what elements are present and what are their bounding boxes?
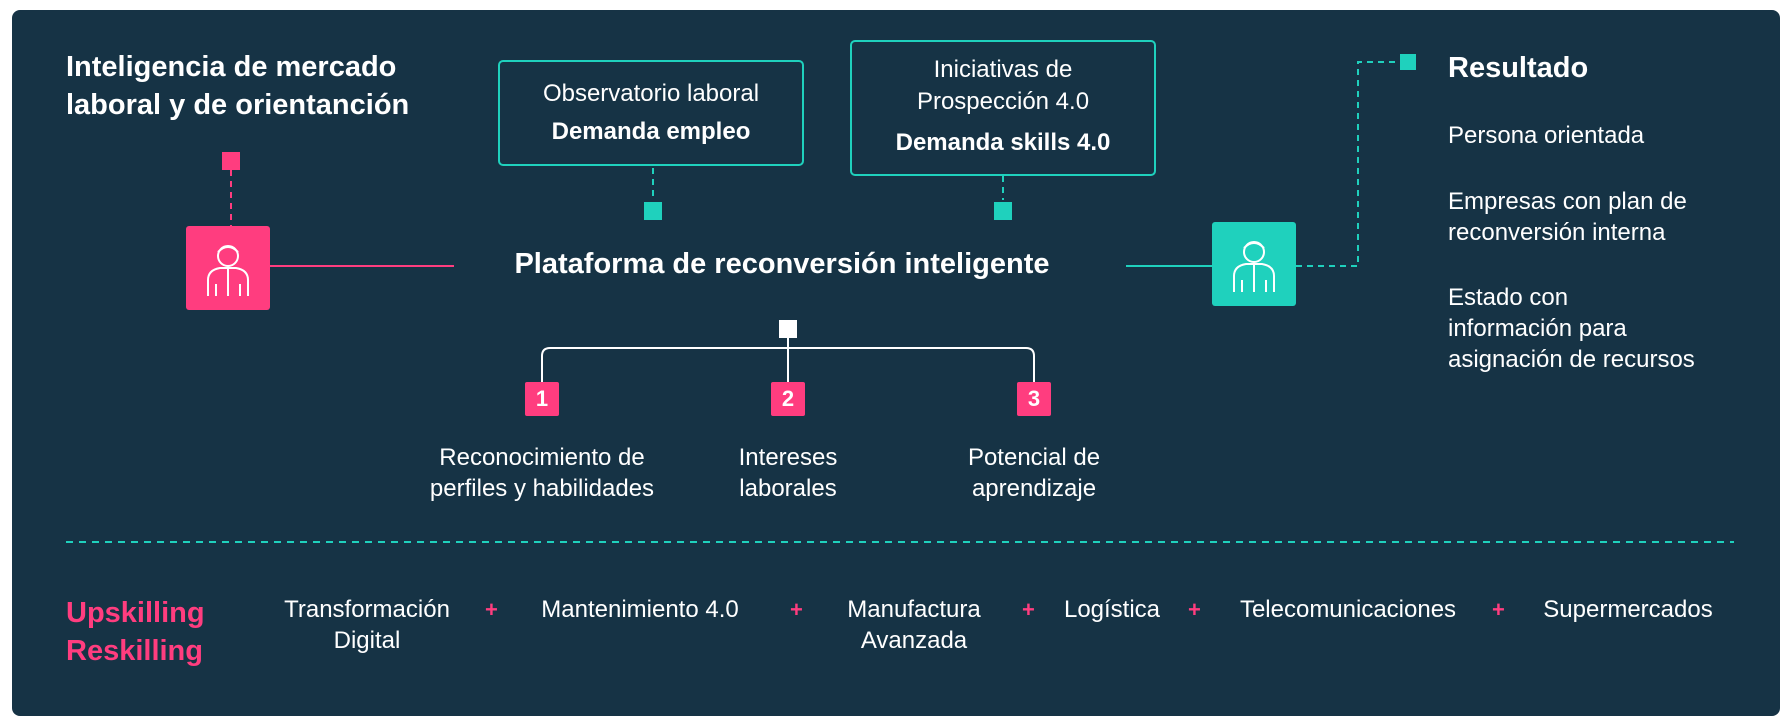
result-item-2-line-2: reconversión interna bbox=[1448, 219, 1666, 246]
person-icon bbox=[1212, 222, 1296, 306]
step-3-line-1: Potencial de bbox=[967, 444, 1101, 471]
result-item-3-line-3: asignación de recursos bbox=[1448, 346, 1695, 373]
sector-logistica: Logística bbox=[1052, 594, 1172, 625]
sector-6-line-1: Supermercados bbox=[1543, 596, 1713, 623]
sector-transformacion-digital: Transformación Digital bbox=[262, 594, 472, 656]
platform-label: Plataforma de reconversión inteligente bbox=[514, 248, 1050, 280]
result-connector-square bbox=[1400, 54, 1416, 70]
step-1-line-2: perfiles y habilidades bbox=[429, 475, 655, 502]
person-icon bbox=[186, 226, 270, 310]
sector-manufactura-avanzada: Manufactura Avanzada bbox=[824, 594, 1004, 656]
iniciativas-label-2: Prospección 4.0 bbox=[916, 88, 1090, 115]
step-2-badge: 2 bbox=[771, 382, 805, 416]
iniciativas-demand: Demanda skills 4.0 bbox=[895, 129, 1111, 156]
step-2-label: Intereses laborales bbox=[688, 442, 888, 504]
sector-4-line-1: Logística bbox=[1063, 596, 1161, 623]
step-3-line-2: aprendizaje bbox=[971, 475, 1097, 502]
title-line-1: Inteligencia de mercado bbox=[66, 51, 397, 83]
title-line-2: laboral y de orientanción bbox=[66, 89, 410, 121]
result-item-3-line-2: información para bbox=[1448, 315, 1627, 342]
iniciativas-label-1: Iniciativas de bbox=[933, 56, 1073, 83]
step-1-line-1: Reconocimiento de bbox=[439, 444, 645, 471]
sector-1-line-2: Digital bbox=[333, 627, 401, 654]
step-3-badge: 3 bbox=[1017, 382, 1051, 416]
observatorio-demand: Demanda empleo bbox=[551, 118, 751, 145]
upskilling-line-1: Upskilling bbox=[66, 597, 205, 629]
result-item-1: Persona orientada bbox=[1448, 120, 1768, 151]
plus-separator: + bbox=[1022, 597, 1035, 622]
sector-supermercados: Supermercados bbox=[1522, 594, 1734, 625]
diagram-panel: Inteligencia de mercado laboral y de ori… bbox=[12, 10, 1780, 716]
iniciativas-connector-square bbox=[994, 202, 1012, 220]
step-1-label: Reconocimiento de perfiles y habilidades bbox=[392, 442, 692, 504]
connector-lines bbox=[66, 54, 1734, 543]
section-title: Inteligencia de mercado laboral y de ori… bbox=[66, 48, 486, 124]
result-item-2: Empresas con plan de reconversión intern… bbox=[1448, 186, 1768, 248]
sector-3-line-1: Manufactura bbox=[847, 596, 981, 623]
sector-telecomunicaciones: Telecomunicaciones bbox=[1218, 594, 1478, 625]
plus-separator: + bbox=[485, 597, 498, 622]
result-item-2-line-1: Empresas con plan de bbox=[1448, 188, 1687, 215]
step-3-label: Potencial de aprendizaje bbox=[934, 442, 1134, 504]
plus-separator: + bbox=[1188, 597, 1201, 622]
sector-2-line-1: Mantenimiento 4.0 bbox=[541, 596, 739, 623]
result-item-3-line-1: Estado con bbox=[1448, 284, 1569, 311]
sector-5-line-1: Telecomunicaciones bbox=[1239, 596, 1457, 623]
steps-connector-square bbox=[779, 320, 797, 338]
observatorio-connector-square bbox=[644, 202, 662, 220]
result-title: Resultado bbox=[1448, 52, 1589, 84]
sector-3-line-2: Avanzada bbox=[860, 627, 968, 654]
step-2-line-2: laborales bbox=[739, 475, 837, 502]
sector-mantenimiento: Mantenimiento 4.0 bbox=[520, 594, 760, 625]
plus-separator: + bbox=[790, 597, 803, 622]
step-1-badge: 1 bbox=[525, 382, 559, 416]
result-item-3: Estado con información para asignación d… bbox=[1448, 282, 1768, 375]
upskilling-line-2: Reskilling bbox=[66, 635, 203, 667]
result-item-1-line-1: Persona orientada bbox=[1448, 122, 1645, 149]
iniciativas-box: Iniciativas de Prospección 4.0 Demanda s… bbox=[850, 40, 1156, 176]
observatorio-box: Observatorio laboral Demanda empleo bbox=[498, 60, 804, 166]
step-2-line-1: Intereses bbox=[738, 444, 838, 471]
upskilling-label: Upskilling Reskilling bbox=[66, 594, 205, 670]
left-connector-square bbox=[222, 152, 240, 170]
observatorio-label: Observatorio laboral bbox=[542, 80, 760, 107]
sector-1-line-1: Transformación bbox=[284, 596, 450, 623]
plus-separator: + bbox=[1492, 597, 1505, 622]
